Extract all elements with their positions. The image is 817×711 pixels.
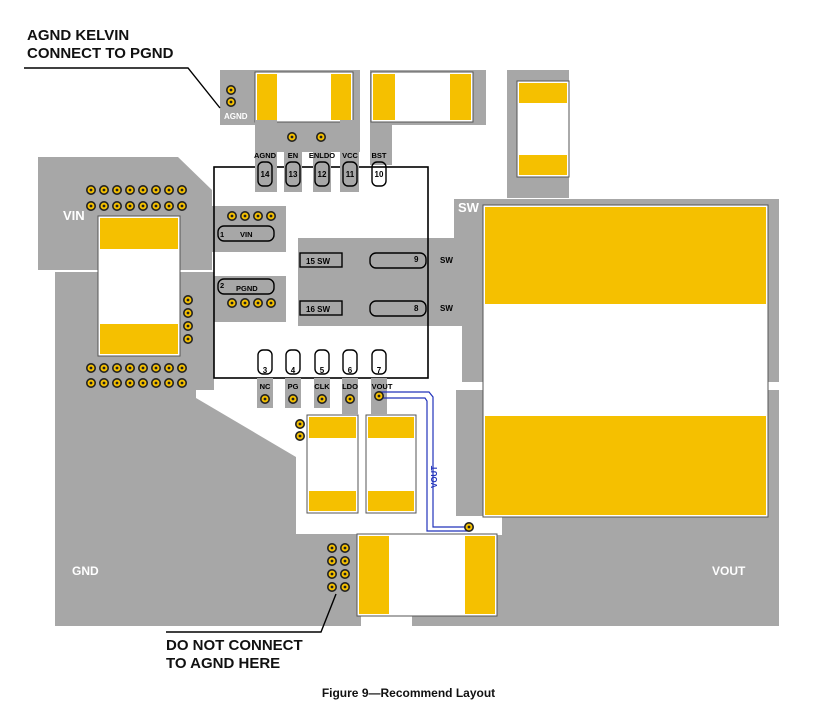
cap-agnd-top bbox=[254, 71, 354, 123]
net-labels: VIN SW GND VOUT AGND bbox=[63, 112, 746, 578]
right-pin-outlines bbox=[369, 252, 427, 317]
pin-name: BST bbox=[372, 151, 387, 160]
left-pin-outlines bbox=[217, 225, 275, 295]
pin-number: 14 bbox=[261, 170, 270, 179]
pin-name: SW bbox=[440, 256, 453, 265]
pad-label: 16 SW bbox=[306, 305, 330, 314]
net-label-gnd: GND bbox=[72, 564, 99, 578]
pin-number: 3 bbox=[263, 366, 268, 375]
pin-number: 1 bbox=[220, 230, 224, 239]
agnd-kelvin-callout: AGND KELVIN CONNECT TO PGND bbox=[27, 27, 173, 63]
pin-number: 6 bbox=[348, 366, 353, 375]
pin-number: 7 bbox=[377, 366, 382, 375]
callout-leaders bbox=[24, 67, 337, 633]
pin-name: VCC bbox=[342, 151, 358, 160]
pin-number: 9 bbox=[414, 255, 419, 264]
pin-number: 4 bbox=[291, 366, 296, 375]
pin-number: 5 bbox=[320, 366, 325, 375]
net-label-sw: SW bbox=[458, 200, 480, 215]
pin-name: VOUT bbox=[372, 382, 393, 391]
callout-line: TO AGND HERE bbox=[166, 655, 281, 672]
net-label-vout: VOUT bbox=[712, 564, 746, 578]
gnd-copper bbox=[55, 272, 361, 626]
top-pin-outlines bbox=[257, 161, 387, 187]
pad-label: 15 SW bbox=[306, 257, 330, 266]
pin-name: PGND bbox=[236, 284, 258, 293]
pin-name: ENLDO bbox=[309, 151, 335, 160]
pin-name: CLK bbox=[314, 382, 330, 391]
pin-number: 11 bbox=[346, 170, 355, 179]
bottom-pin-outlines bbox=[257, 349, 387, 375]
inductor bbox=[482, 204, 769, 518]
pin-number: 8 bbox=[414, 304, 419, 313]
cap-vin bbox=[97, 215, 181, 357]
net-label-agnd: AGND bbox=[224, 112, 248, 121]
bst-neck-copper bbox=[370, 120, 392, 165]
pin-name: NC bbox=[260, 382, 271, 391]
do-not-connect-callout: DO NOT CONNECT TO AGND HERE bbox=[166, 637, 303, 673]
pin-number: 10 bbox=[375, 170, 384, 179]
figure-caption: Figure 9—Recommend Layout bbox=[321, 686, 496, 700]
pin-number: 12 bbox=[318, 170, 327, 179]
pin-number: 13 bbox=[289, 170, 298, 179]
callout-line: CONNECT TO PGND bbox=[27, 45, 174, 62]
inner-sw-pads bbox=[299, 252, 343, 316]
cap-bst-top bbox=[370, 71, 474, 123]
pin-number: 2 bbox=[220, 281, 224, 290]
vout-trace-label: VOUT bbox=[430, 466, 439, 488]
top-pin-names: AGND EN ENLDO VCC BST bbox=[254, 151, 387, 160]
pin-name: PG bbox=[288, 382, 299, 391]
pin-name: AGND bbox=[254, 151, 277, 160]
net-label-vin: VIN bbox=[63, 208, 85, 223]
pin-name: VIN bbox=[240, 230, 253, 239]
cap-ldo-right bbox=[365, 414, 417, 514]
inner-pad-text: 15 SW 16 SW bbox=[306, 257, 330, 314]
top-pin-numbers: 14 13 12 11 10 bbox=[261, 170, 384, 179]
top-pin-pads bbox=[255, 120, 359, 192]
pin-name: LDO bbox=[342, 382, 358, 391]
pin-name: EN bbox=[288, 151, 298, 160]
pin-name: SW bbox=[440, 304, 453, 313]
bottom-pin-names: NC PG CLK LDO VOUT bbox=[260, 382, 393, 391]
cap-ldo-left bbox=[306, 414, 359, 514]
left-pin-text: 1 VIN 2 PGND bbox=[220, 230, 258, 293]
cap-top-right bbox=[516, 80, 570, 178]
cap-output-bottom bbox=[356, 533, 498, 617]
bottom-pin-numbers: 3 4 5 6 7 bbox=[263, 366, 382, 375]
vout-trace bbox=[378, 391, 468, 532]
callout-line: AGND KELVIN bbox=[27, 27, 130, 44]
callout-line: DO NOT CONNECT bbox=[166, 637, 303, 654]
